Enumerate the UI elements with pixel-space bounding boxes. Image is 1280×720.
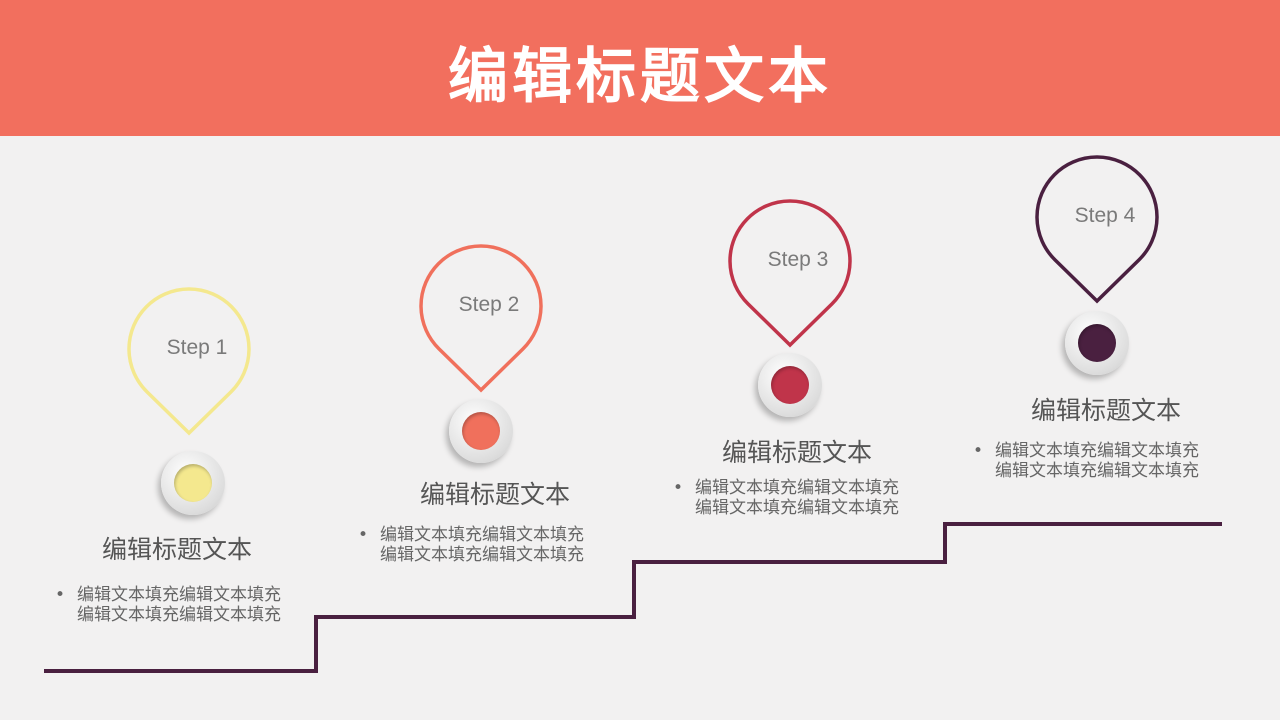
step-dot-icon — [462, 412, 500, 450]
step-dot-icon — [1078, 324, 1116, 362]
step-button[interactable] — [1065, 311, 1129, 375]
step-title: 编辑标题文本 — [1030, 396, 1181, 425]
step-title: 编辑标题文本 — [419, 480, 570, 509]
step-dot-icon — [771, 366, 809, 404]
step-description: • 编辑文本填充编辑文本填充 编辑文本填充编辑文本填充 — [55, 585, 281, 625]
bullet-icon: • — [358, 525, 369, 545]
description-line: 编辑文本填充编辑文本填充 — [77, 605, 281, 625]
description-line: 编辑文本填充编辑文本填充 — [995, 461, 1199, 481]
step-description: • 编辑文本填充编辑文本填充 编辑文本填充编辑文本填充 — [973, 441, 1199, 481]
pin-marker — [1035, 155, 1159, 304]
pin-marker — [127, 287, 251, 436]
bullet-icon: • — [55, 585, 66, 605]
description-line: 编辑文本填充编辑文本填充 — [995, 441, 1199, 461]
step-button[interactable] — [449, 399, 513, 463]
step-label: Step 1 — [166, 336, 228, 359]
description-line: 编辑文本填充编辑文本填充 — [695, 498, 899, 518]
step-title: 编辑标题文本 — [721, 438, 872, 467]
bullet-icon: • — [673, 478, 684, 498]
step-label: Step 3 — [767, 248, 829, 271]
pin-marker — [419, 244, 543, 393]
step-description: • 编辑文本填充编辑文本填充 编辑文本填充编辑文本填充 — [358, 525, 584, 565]
bullet-icon: • — [973, 441, 984, 461]
step-label: Step 4 — [1074, 204, 1136, 227]
header-bar: 编辑标题文本 — [0, 0, 1280, 136]
pin-marker — [728, 199, 852, 348]
step-button[interactable] — [161, 451, 225, 515]
stair-line — [44, 522, 1222, 673]
step-description: • 编辑文本填充编辑文本填充 编辑文本填充编辑文本填充 — [673, 478, 899, 518]
description-line: 编辑文本填充编辑文本填充 — [380, 525, 584, 545]
description-line: 编辑文本填充编辑文本填充 — [380, 545, 584, 565]
description-line: 编辑文本填充编辑文本填充 — [695, 478, 899, 498]
step-title: 编辑标题文本 — [101, 535, 252, 564]
step-label: Step 2 — [458, 293, 520, 316]
step-button[interactable] — [758, 353, 822, 417]
page-title: 编辑标题文本 — [448, 42, 832, 112]
description-line: 编辑文本填充编辑文本填充 — [77, 585, 281, 605]
step-dot-icon — [174, 464, 212, 502]
